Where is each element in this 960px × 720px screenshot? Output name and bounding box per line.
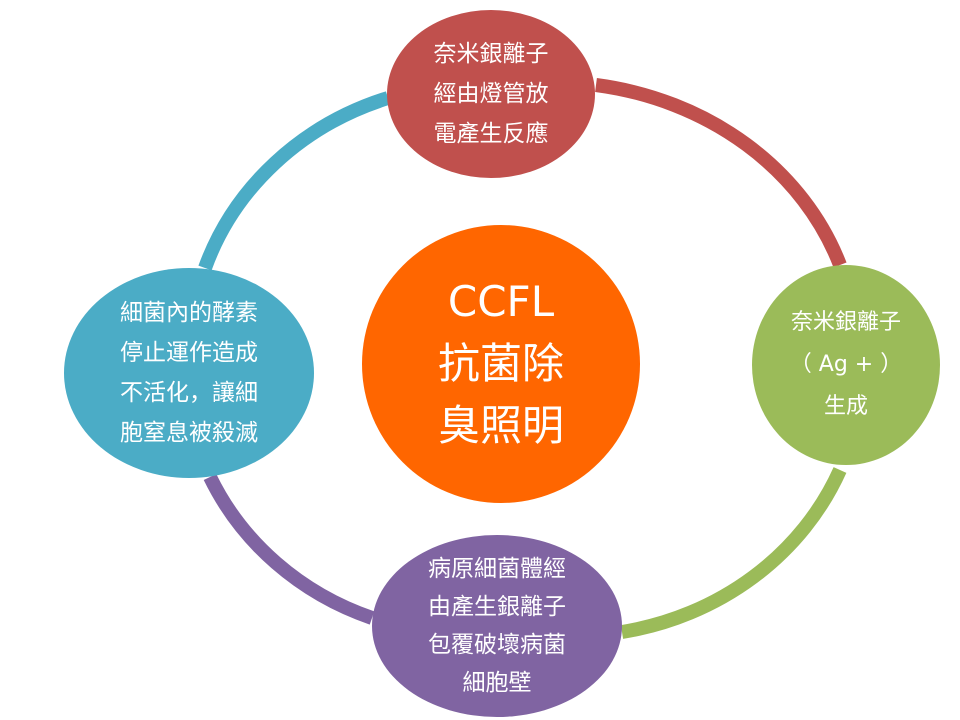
- node-text-line: 由產生銀離子: [428, 594, 566, 620]
- node-text-line: 細菌內的酵素: [120, 300, 258, 326]
- node-text-line: 奈米銀離子: [790, 310, 901, 335]
- step-node-left: 細菌內的酵素 停止運作造成 不活化，讓細 胞窒息被殺滅: [64, 268, 314, 478]
- node-text-line: 不活化，讓細: [120, 380, 258, 406]
- center-node: CCFL 抗菌除 臭照明: [362, 225, 640, 503]
- arc-top-to-right: [595, 78, 847, 268]
- node-text-line: 胞窒息被殺滅: [120, 420, 258, 446]
- center-title-line: 抗菌除: [437, 339, 564, 388]
- arc-left-to-top: [198, 91, 391, 271]
- node-text-line: 生成: [823, 394, 868, 419]
- step-node-right: 奈米銀離子 （ Ag + ） 生成: [752, 265, 940, 465]
- node-text-line: 病原細菌體經: [428, 556, 566, 582]
- center-title-line: CCFL: [447, 277, 555, 326]
- center-title-line: 臭照明: [437, 401, 564, 450]
- node-text-line: 電產生反應: [433, 121, 549, 147]
- node-text-line: 奈米銀離子: [433, 41, 549, 67]
- node-text-line: 細胞壁: [462, 670, 532, 696]
- step-node-bottom: 病原細菌體經 由產生銀離子 包覆破壞病菌 細胞壁: [372, 535, 622, 717]
- arc-bottom-to-left: [203, 473, 375, 625]
- node-text-line: （ Ag + ）: [789, 352, 903, 377]
- node-text-line: 經由燈管放: [433, 81, 549, 107]
- arc-right-to-bottom: [620, 467, 847, 639]
- node-text-line: 包覆破壞病菌: [428, 632, 566, 658]
- node-text-line: 停止運作造成: [120, 340, 258, 366]
- step-node-top: 奈米銀離子 經由燈管放 電產生反應: [387, 10, 595, 178]
